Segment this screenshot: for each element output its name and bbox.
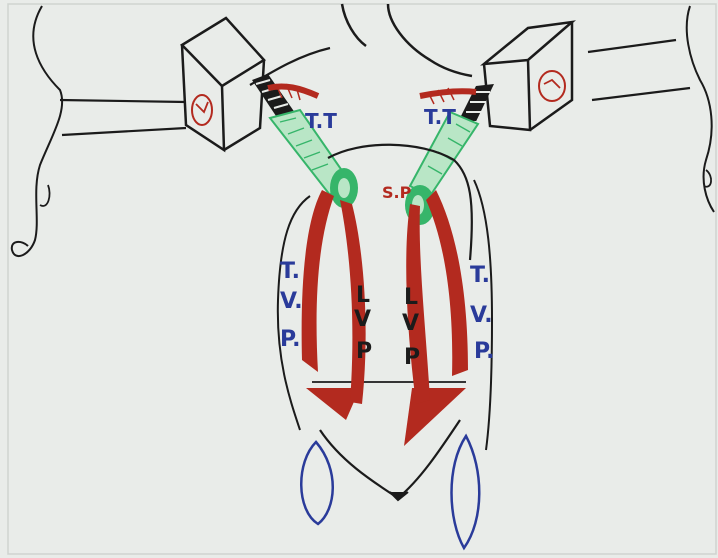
label-tvp-right-1: T.: [470, 263, 490, 288]
label-tvp-left-1: T.: [280, 259, 300, 284]
label-lvp-left-2: V: [354, 307, 371, 332]
label-tvp-left-2: V.: [280, 289, 303, 314]
label-tvp-right-3: P.: [474, 339, 494, 364]
label-lvp-right-2: V: [402, 311, 419, 336]
label-lvp-left-3: P: [356, 339, 372, 364]
label-lvp-left-1: L: [356, 283, 370, 308]
label-tvp-left-3: P.: [280, 327, 300, 352]
label-tt-right: T.T: [424, 105, 456, 129]
label-tt-left: T.T: [305, 109, 337, 133]
label-lvp-right-1: L: [404, 285, 418, 310]
label-sp: S.P: [382, 183, 412, 202]
label-lvp-right-3: P: [404, 345, 420, 370]
label-tvp-right-2: V.: [470, 303, 493, 328]
